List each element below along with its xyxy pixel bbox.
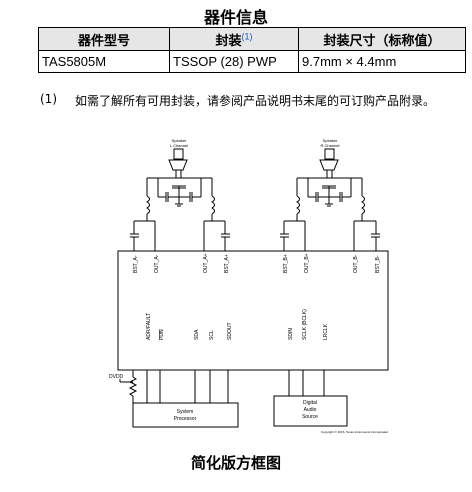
right-speaker-icon <box>319 148 339 171</box>
pin-sclk-bclk: SCLK (BCLK) <box>302 309 308 340</box>
header-package: 封装(1) <box>169 27 299 51</box>
tas5805m-ic-block <box>117 250 389 371</box>
digital-audio-source-block <box>273 395 348 427</box>
left-speaker-label-2: L Channel <box>170 143 188 148</box>
footnote-text: 如需了解所有可用封装，请参阅产品说明书末尾的可订购产品附录。 <box>75 94 436 108</box>
pin-bst-a-plus: BST_A+ <box>224 254 230 273</box>
pin-sda: SDA <box>194 329 200 340</box>
left-output-filter <box>130 170 230 251</box>
table-header-row: 器件型号 封装(1) 封装尺寸（标称值） <box>38 27 466 51</box>
system-processor-label-1: System <box>177 409 194 415</box>
left-speaker-label-1: Speaker <box>172 138 188 143</box>
right-speaker-label-1: Speaker <box>323 138 339 143</box>
pin-bst-a-minus: BST_A- <box>133 255 139 273</box>
header-part-number: 器件型号 <box>38 27 170 51</box>
pin-out-b-minus: OUT_B- <box>353 254 359 273</box>
pin-pdn: PDN <box>159 329 165 340</box>
header-body-size: 封装尺寸（标称值） <box>298 27 466 51</box>
pin-lrclk: LRCLK <box>323 323 329 340</box>
audio-source-label-3: Source <box>302 414 318 420</box>
right-output-filter <box>280 170 380 251</box>
table-row: TAS5805M TSSOP (28) PWP 9.7mm × 4.4mm <box>38 50 466 73</box>
cell-part-number: TAS5805M <box>38 50 170 73</box>
diagram-caption: 简化版方框图 <box>190 454 281 472</box>
pin-sdout: SDOUT <box>227 323 233 341</box>
system-processor-block <box>132 402 239 428</box>
pin-bst-b-minus: BST_B- <box>375 255 381 273</box>
header-footnote-link[interactable]: (1) <box>241 31 253 42</box>
control-bus-lines <box>119 370 325 403</box>
pin-bst-b-plus: BST_B+ <box>283 254 289 273</box>
pin-sdin: SDIN <box>288 328 294 340</box>
left-speaker-icon <box>168 148 188 171</box>
audio-source-label-1: Digital <box>303 400 317 406</box>
right-speaker-label-2: R Channel <box>321 143 340 148</box>
footnote-number: (1) <box>40 92 57 106</box>
cell-body-size: 9.7mm × 4.4mm <box>298 50 466 73</box>
pin-out-a-minus: OUT_A- <box>154 254 160 273</box>
copyright-notice: Copyright © 2016, Texas Instruments Inco… <box>321 430 388 434</box>
pin-adr-fault: ADR/FAULT <box>146 313 152 340</box>
cell-package: TSSOP (28) PWP <box>169 50 299 73</box>
device-info-table: 器件型号 封装(1) 封装尺寸（标称值） TAS5805M TSSOP (28)… <box>38 27 466 73</box>
pin-out-a-plus: OUT_A+ <box>203 253 209 273</box>
pin-out-b-plus: OUT_B+ <box>304 253 310 273</box>
page-title: 器件信息 <box>203 8 268 27</box>
dvdd-label: DVDD <box>109 374 124 380</box>
header-package-label: 封装 <box>215 32 242 48</box>
pin-scl: SCL <box>209 330 215 340</box>
audio-source-label-2: Audio <box>304 407 317 413</box>
system-processor-label-2: Processor <box>174 416 197 422</box>
